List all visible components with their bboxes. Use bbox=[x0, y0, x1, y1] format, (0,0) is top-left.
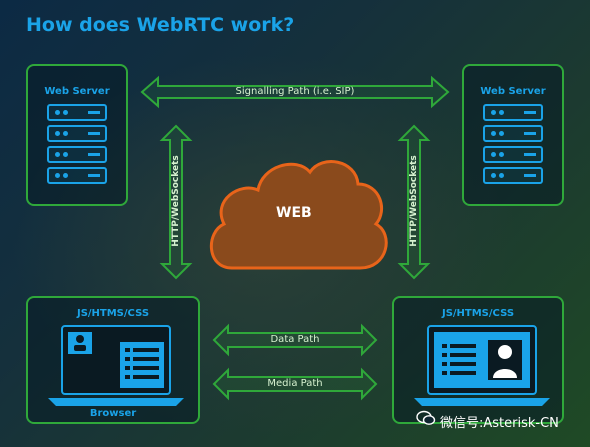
web-cloud-icon bbox=[210, 160, 388, 270]
left-client-caption: Browser bbox=[89, 408, 137, 419]
right-transport-label: HTTP/WebSockets bbox=[409, 155, 419, 247]
wechat-icon bbox=[416, 410, 436, 425]
server-rack-icon bbox=[483, 104, 543, 188]
data-path-arrow bbox=[212, 323, 378, 357]
signalling-label: Signalling Path (i.e. SIP) bbox=[235, 86, 355, 97]
left-server-panel: Web Server bbox=[26, 64, 128, 206]
right-client-panel: JS/HTMS/CSS bbox=[392, 296, 564, 424]
server-rack-icon bbox=[47, 104, 107, 188]
data-path-label: Data Path bbox=[270, 334, 320, 345]
left-server-label: Web Server bbox=[44, 86, 110, 97]
left-transport-arrow bbox=[159, 124, 193, 280]
left-client-panel: JS/HTMS/CSS Browser bbox=[26, 296, 200, 424]
cloud-label: WEB bbox=[276, 205, 312, 221]
page-title: How does WebRTC work? bbox=[26, 14, 295, 36]
laptop-icon bbox=[414, 325, 550, 406]
left-client-title: JS/HTMS/CSS bbox=[76, 308, 150, 319]
media-path-arrow bbox=[212, 367, 378, 401]
laptop-icon bbox=[48, 325, 184, 406]
media-path-label: Media Path bbox=[267, 378, 323, 389]
right-server-label: Web Server bbox=[480, 86, 546, 97]
left-transport-label: HTTP/WebSockets bbox=[171, 155, 181, 247]
right-client-title: JS/HTMS/CSS bbox=[441, 308, 515, 319]
signalling-arrow bbox=[140, 75, 450, 109]
watermark-text: 微信号:Asterisk-CN bbox=[440, 416, 559, 431]
right-server-panel: Web Server bbox=[462, 64, 564, 206]
right-transport-arrow bbox=[397, 124, 431, 280]
